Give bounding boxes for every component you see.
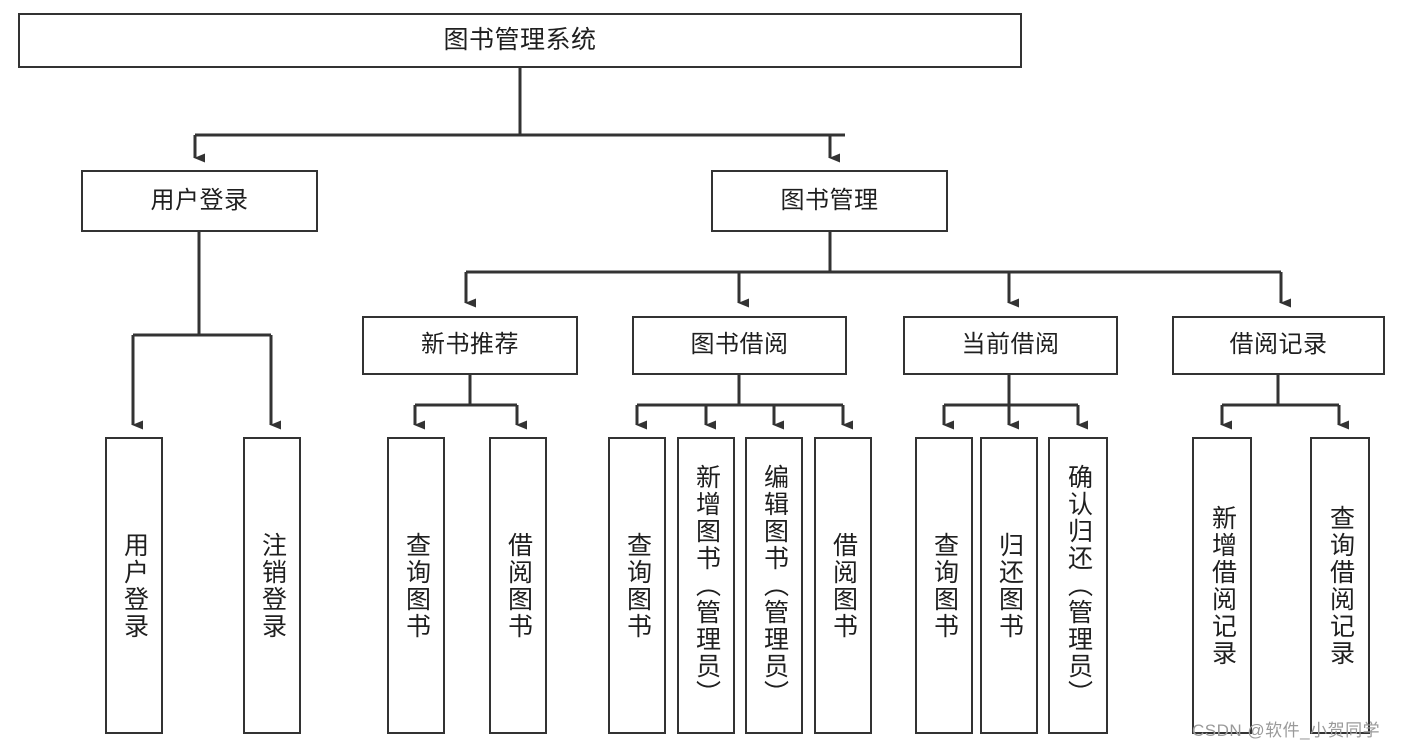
node-label: 查询图书 bbox=[402, 531, 431, 640]
leaf-query-book-current[interactable]: 查询图书 bbox=[915, 437, 973, 734]
node-label: 新书推荐 bbox=[421, 331, 519, 359]
leaf-query-book-borrow[interactable]: 查询图书 bbox=[608, 437, 666, 734]
node-label: 归还图书 bbox=[995, 531, 1024, 640]
leaf-borrow-book[interactable]: 借阅图书 bbox=[814, 437, 872, 734]
node-root-system[interactable]: 图书管理系统 bbox=[18, 13, 1022, 68]
leaf-add-borrow-record[interactable]: 新增借阅记录 bbox=[1192, 437, 1252, 734]
leaf-query-book-recommend[interactable]: 查询图书 bbox=[387, 437, 445, 734]
node-user-login[interactable]: 用户登录 bbox=[81, 170, 318, 232]
node-new-book-recommend[interactable]: 新书推荐 bbox=[362, 316, 578, 375]
node-label: 借阅图书 bbox=[829, 531, 858, 640]
leaf-edit-book-admin[interactable]: 编辑图书（管理员） bbox=[745, 437, 803, 734]
node-label: 查询图书 bbox=[623, 531, 652, 640]
node-label: 新增借阅记录 bbox=[1208, 504, 1237, 667]
node-label: 用户登录 bbox=[120, 531, 149, 640]
node-label: 新增图书（管理员） bbox=[692, 464, 721, 707]
leaf-user-login[interactable]: 用户登录 bbox=[105, 437, 163, 734]
node-label: 注销登录 bbox=[258, 531, 287, 640]
node-book-manage[interactable]: 图书管理 bbox=[711, 170, 948, 232]
node-book-borrow[interactable]: 图书借阅 bbox=[632, 316, 847, 375]
leaf-user-logout[interactable]: 注销登录 bbox=[243, 437, 301, 734]
leaf-borrow-book-recommend[interactable]: 借阅图书 bbox=[489, 437, 547, 734]
node-label: 借阅图书 bbox=[504, 531, 533, 640]
node-label: 图书管理 bbox=[780, 186, 879, 214]
leaf-confirm-return-admin[interactable]: 确认归还（管理员） bbox=[1048, 437, 1108, 734]
node-borrow-record[interactable]: 借阅记录 bbox=[1172, 316, 1385, 375]
node-label: 图书借阅 bbox=[690, 331, 789, 359]
node-label: 编辑图书（管理员） bbox=[760, 464, 789, 707]
node-label: 确认归还（管理员） bbox=[1064, 464, 1093, 707]
leaf-return-book[interactable]: 归还图书 bbox=[980, 437, 1038, 734]
leaf-query-borrow-record[interactable]: 查询借阅记录 bbox=[1310, 437, 1370, 734]
node-label: 图书管理系统 bbox=[443, 25, 597, 54]
leaf-add-book-admin[interactable]: 新增图书（管理员） bbox=[677, 437, 735, 734]
node-label: 用户登录 bbox=[150, 186, 249, 214]
node-label: 查询借阅记录 bbox=[1326, 504, 1355, 667]
csdn-watermark: CSDN @软件_小贺同学 bbox=[1192, 721, 1381, 740]
node-label: 当前借阅 bbox=[961, 331, 1060, 359]
node-label: 查询图书 bbox=[930, 531, 959, 640]
node-label: 借阅记录 bbox=[1229, 331, 1328, 359]
node-current-borrow[interactable]: 当前借阅 bbox=[903, 316, 1118, 375]
